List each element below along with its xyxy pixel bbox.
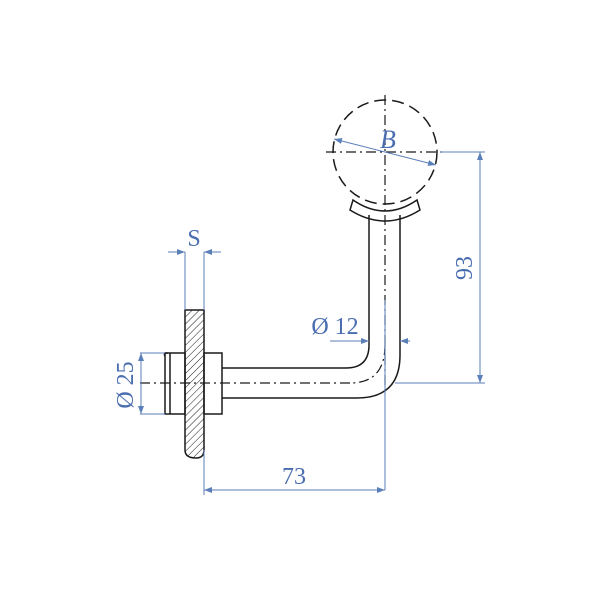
dimension-s: S xyxy=(168,226,221,310)
dimension-boss-diameter: Ø 25 xyxy=(113,352,165,415)
dimension-label-height: 93 xyxy=(452,256,478,280)
dimension-label-ball-diameter: B xyxy=(380,125,396,154)
dimension-label-s: S xyxy=(187,226,200,252)
dimension-tube-diameter: Ø 12 xyxy=(311,300,410,490)
saddle xyxy=(349,198,421,222)
bracket-tube xyxy=(140,215,401,399)
dimension-label-tube-diameter: Ø 12 xyxy=(311,314,358,340)
dimension-projection: 73 xyxy=(203,450,385,495)
dimension-label-projection: 73 xyxy=(282,464,306,490)
wall-flange xyxy=(184,309,205,459)
dimension-label-boss-diameter: Ø 25 xyxy=(113,361,139,408)
dimension-height: 93 xyxy=(395,151,485,384)
dimension-ball-diameter: B xyxy=(333,125,437,166)
